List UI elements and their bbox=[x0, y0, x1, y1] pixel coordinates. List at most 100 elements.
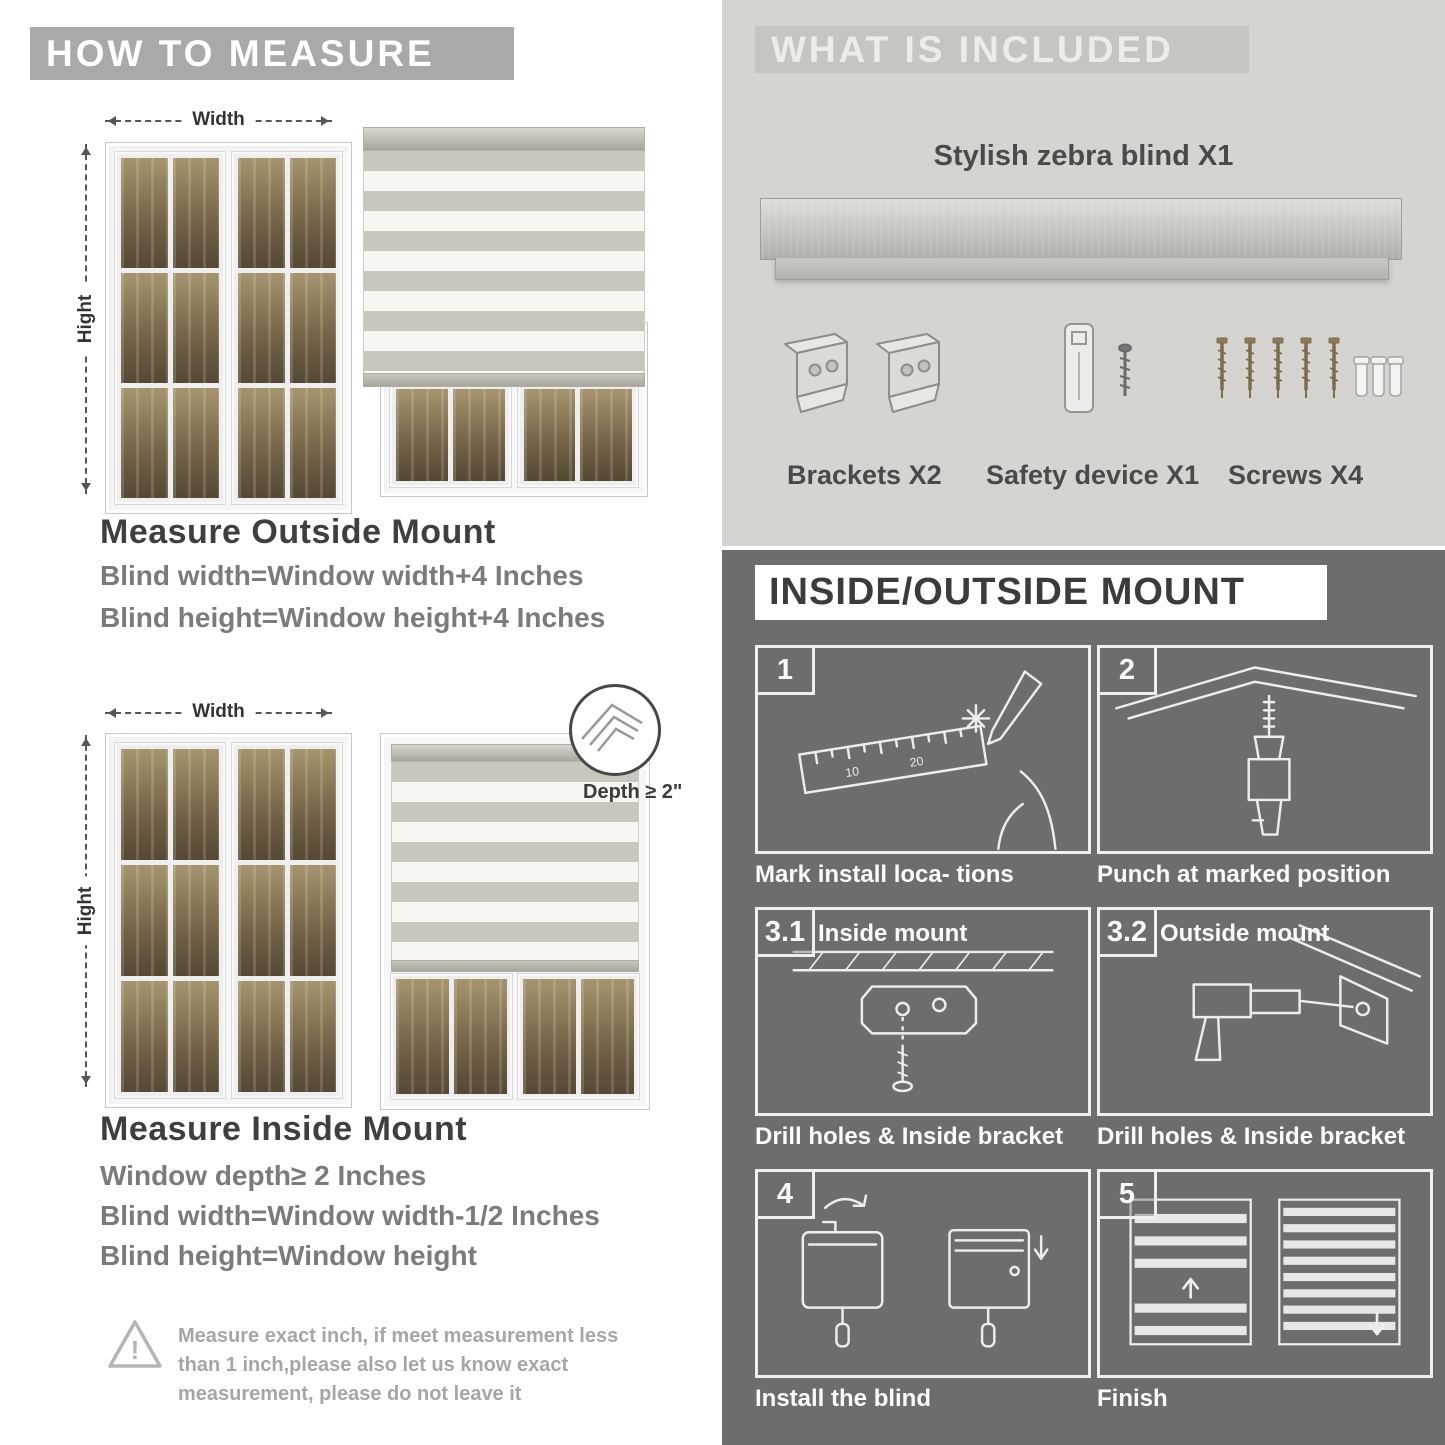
step-2-art: 2 bbox=[1097, 645, 1433, 854]
blind-bottom-rail bbox=[363, 373, 645, 387]
inside-bracket-icon bbox=[792, 950, 1054, 1093]
window-pane bbox=[172, 273, 219, 383]
window-pane bbox=[172, 158, 219, 268]
svg-text:!: ! bbox=[131, 1335, 140, 1365]
svg-text:10: 10 bbox=[844, 764, 860, 780]
window-pane bbox=[121, 981, 168, 1092]
step-2: 2 Punch at marked position bbox=[1097, 645, 1433, 893]
height-label: Hight bbox=[75, 876, 97, 946]
step-number: 3.1 bbox=[758, 910, 815, 957]
window-pane bbox=[238, 388, 285, 498]
inside-depth-rule: Window depth≥ 2 Inches bbox=[100, 1160, 427, 1191]
window-pane bbox=[121, 158, 168, 268]
window-pane bbox=[452, 389, 505, 481]
mount-instructions-section: INSIDE/OUTSIDE MOUNT 10 20 bbox=[722, 550, 1445, 1445]
window-sash bbox=[115, 743, 225, 1098]
window-pane bbox=[289, 273, 336, 383]
mark-location-icon: 10 20 bbox=[798, 670, 1057, 851]
brackets-label: Brackets X2 bbox=[787, 460, 942, 490]
step-5-art: 5 bbox=[1097, 1169, 1433, 1378]
window-pane bbox=[172, 749, 219, 860]
window-pane bbox=[238, 273, 285, 383]
window-illustration bbox=[105, 142, 352, 514]
mount-section-header: INSIDE/OUTSIDE MOUNT bbox=[755, 565, 1327, 620]
outside-bracket-icon bbox=[1192, 924, 1422, 1062]
blind-bottom-rail bbox=[391, 960, 639, 972]
window-pane bbox=[580, 389, 632, 481]
window-pane bbox=[121, 388, 168, 498]
width-dimension-arrow: Width bbox=[105, 109, 332, 131]
step-number: 2 bbox=[1100, 648, 1157, 695]
frame-corner-detail-icon bbox=[581, 703, 643, 752]
what-is-included-section: WHAT IS INCLUDED Stylish zebra blind X1 bbox=[722, 0, 1445, 546]
window-sash bbox=[115, 152, 225, 504]
drill-icon bbox=[1115, 666, 1417, 836]
step-2-caption: Punch at marked position bbox=[1097, 861, 1391, 888]
window-pane bbox=[289, 158, 336, 268]
width-label: Width bbox=[182, 701, 255, 723]
window-pane bbox=[238, 749, 285, 860]
window-sash bbox=[518, 974, 639, 1099]
blind-zebra-fabric bbox=[363, 151, 645, 373]
step-1-caption: Mark install loca- tions bbox=[755, 861, 1014, 888]
step-3-2: 3.2 Outside mount Drill holes & Inside b… bbox=[1097, 907, 1433, 1155]
window-pane bbox=[238, 981, 285, 1092]
step-5: 5 Finish bbox=[1097, 1169, 1433, 1417]
what-is-included-header: WHAT IS INCLUDED bbox=[755, 26, 1249, 73]
screws-and-anchors-icon bbox=[1210, 330, 1410, 427]
safety-device-label: Safety device X1 bbox=[986, 460, 1200, 490]
outside-mount-label: Outside mount bbox=[1160, 920, 1330, 947]
window-pane bbox=[523, 979, 576, 1094]
blind-zebra-fabric bbox=[391, 762, 639, 960]
window-pane bbox=[172, 388, 219, 498]
measure-warning-text: Measure exact inch, if meet measurement … bbox=[178, 1325, 619, 1405]
inside-width-formula: Blind width=Window width-1/2 Inches bbox=[100, 1200, 600, 1231]
window-pane bbox=[454, 979, 507, 1094]
width-label: Width bbox=[182, 109, 255, 131]
window-pane bbox=[238, 158, 285, 268]
inside-mount-label: Inside mount bbox=[818, 920, 968, 947]
step-3-1-art: 3.1 Inside mount bbox=[755, 907, 1091, 1116]
step-1: 10 20 1 Mark install loca- tions bbox=[755, 645, 1091, 893]
step-4-art: 4 bbox=[755, 1169, 1091, 1378]
mount-steps-grid: 10 20 1 Mark install loca- tions bbox=[755, 645, 1433, 1417]
zebra-blind-headrail-lip bbox=[775, 258, 1389, 280]
outside-width-formula: Blind width=Window width+4 Inches bbox=[100, 560, 584, 591]
window-sash bbox=[232, 743, 342, 1098]
outside-mount-blind-illustration bbox=[363, 127, 648, 497]
window-sash bbox=[232, 152, 342, 504]
window-pane bbox=[172, 865, 219, 976]
depth-note: Depth ≥ 2" bbox=[583, 781, 683, 803]
window-pane bbox=[121, 865, 168, 976]
inside-mount-title: Measure Inside Mount bbox=[100, 1110, 468, 1148]
how-to-measure-header: HOW TO MEASURE bbox=[30, 27, 514, 80]
warning-triangle-icon: ! bbox=[105, 1316, 165, 1379]
step-4-caption: Install the blind bbox=[755, 1385, 932, 1412]
window-pane bbox=[172, 981, 219, 1092]
step-number: 1 bbox=[758, 648, 815, 695]
step-number: 3.2 bbox=[1100, 910, 1157, 957]
step-3-2-art: 3.2 Outside mount bbox=[1097, 907, 1433, 1116]
brackets-icon bbox=[777, 322, 952, 427]
step-5-caption: Finish bbox=[1097, 1385, 1168, 1412]
blind-cassette bbox=[363, 127, 645, 151]
window-pane bbox=[523, 389, 576, 481]
zebra-blind-label: Stylish zebra blind X1 bbox=[933, 140, 1234, 172]
step-3-2-caption: Drill holes & Inside bracket bbox=[1097, 1123, 1406, 1150]
window-pane bbox=[289, 388, 336, 498]
inside-mount-blind-illustration bbox=[380, 733, 650, 1110]
window-pane bbox=[238, 865, 285, 976]
zebra-blind-headrail bbox=[760, 198, 1402, 260]
step-3-1: 3.1 Inside mount Drill holes & Inside br… bbox=[755, 907, 1091, 1155]
window-pane bbox=[581, 979, 634, 1094]
install-blind-icon bbox=[801, 1194, 1049, 1348]
height-label: Hight bbox=[75, 284, 97, 354]
safety-device-icon bbox=[1047, 318, 1162, 428]
window-pane bbox=[396, 979, 449, 1094]
outside-mount-title: Measure Outside Mount bbox=[100, 513, 496, 551]
outside-height-formula: Blind height=Window height+4 Inches bbox=[100, 602, 606, 633]
height-dimension-arrow: Hight bbox=[75, 144, 97, 494]
window-pane bbox=[396, 389, 448, 481]
step-4: 4 Install the blind bbox=[755, 1169, 1091, 1417]
